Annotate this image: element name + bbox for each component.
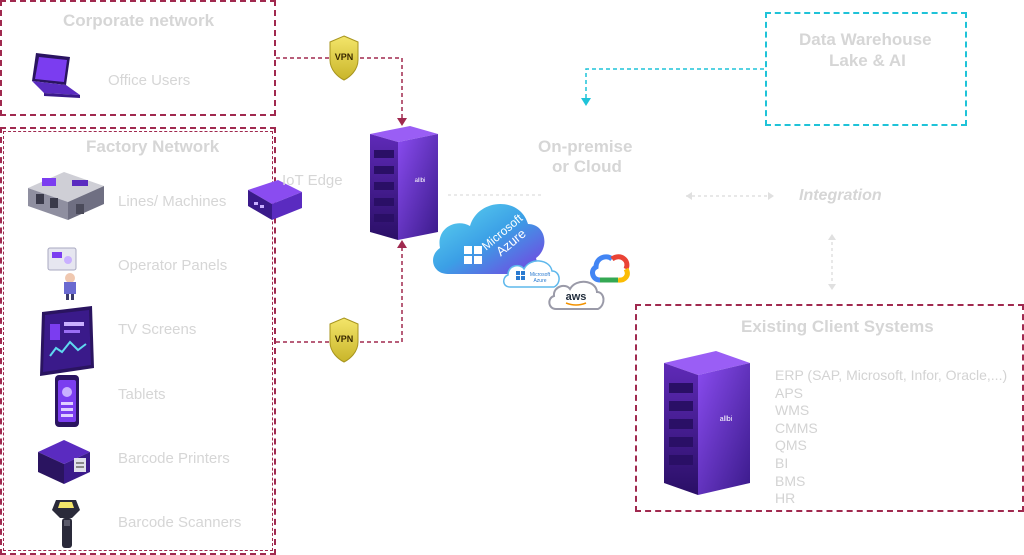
tablets-label: Tablets	[118, 386, 166, 403]
client-system-item: CMMS	[775, 419, 818, 436]
client-systems-list: ERP (SAP, Microsoft, Infor, Oracle,...) …	[775, 367, 1007, 508]
laptop-icon	[26, 51, 82, 101]
vpn-label-top: VPN	[335, 52, 354, 62]
client-system-item: ERP (SAP, Microsoft, Infor, Oracle,...)	[775, 367, 1008, 383]
iot-edge-device-icon	[244, 178, 304, 224]
central-server-icon: allbi	[366, 124, 440, 242]
corporate-network-title: Corporate network	[63, 11, 215, 30]
azure-small-cloud-icon: Microsoft Azure	[500, 255, 562, 291]
tablet-icon	[54, 374, 80, 428]
operator-panels-label: Operator Panels	[118, 257, 228, 274]
vpn-shield-icon-top: VPN	[328, 34, 360, 82]
vpn-label-bottom: VPN	[335, 334, 354, 344]
vpn-shield-icon-bottom: VPN	[328, 316, 360, 364]
barcode-printers-label: Barcode Printers	[118, 450, 230, 467]
barcode-scanners-label: Barcode Scanners	[118, 514, 242, 531]
client-system-item: QMS	[775, 437, 807, 454]
client-system-item: APS	[775, 384, 804, 401]
tv-screen-icon	[38, 304, 98, 380]
vpn-connector-bottom	[276, 240, 407, 343]
factory-machine-icon	[24, 166, 108, 222]
corporate-network-box: Corporate network Office Users	[0, 0, 276, 116]
azure-small-label-line1: Microsoft	[530, 272, 551, 278]
on-premise-cloud-label-line2: or Cloud	[552, 157, 622, 176]
integration-label: Integration	[799, 187, 882, 204]
azure-small-label-line2: Azure	[533, 278, 546, 284]
client-system-item: BI	[775, 454, 789, 471]
integration-connector	[686, 192, 774, 200]
data-warehouse-box: Data Warehouse Lake & AI	[765, 12, 967, 126]
client-server-badge: allbi	[720, 416, 733, 423]
vpn-connector-top	[276, 57, 407, 126]
client-system-item: HR	[775, 490, 796, 507]
integration-connector-left	[448, 194, 544, 196]
barcode-printer-icon	[36, 436, 92, 486]
central-server-badge: allbi	[415, 178, 426, 184]
integration-client-connector	[828, 234, 836, 290]
data-warehouse-title-line2: Lake & AI	[829, 51, 906, 70]
operator-panel-icon	[44, 244, 84, 300]
azure-cloud-icon: Microsoft Azure	[428, 184, 550, 284]
client-systems-box: Existing Client Systems	[635, 304, 1024, 512]
factory-network-inner-border	[3, 131, 273, 551]
lines-machines-label: Lines/ Machines	[118, 193, 227, 210]
client-system-item: WMS	[775, 402, 810, 419]
warehouse-connector	[581, 68, 764, 106]
aws-label: aws	[566, 291, 587, 303]
iot-edge-label: IoT Edge	[282, 172, 343, 189]
google-cloud-icon	[588, 250, 632, 284]
client-server-icon: allbi	[660, 349, 752, 497]
tv-screens-label: TV Screens	[118, 321, 197, 338]
office-users-label: Office Users	[108, 72, 191, 89]
client-system-item: BMS	[775, 472, 806, 489]
client-systems-title: Existing Client Systems	[741, 317, 934, 336]
factory-network-box: Factory Network	[0, 127, 276, 555]
aws-cloud-icon: aws	[546, 276, 606, 312]
barcode-scanner-icon	[50, 498, 84, 550]
data-warehouse-title-line1: Data Warehouse	[799, 30, 932, 49]
on-premise-cloud-label-line1: On-premise	[538, 137, 633, 156]
factory-network-title: Factory Network	[86, 137, 220, 156]
